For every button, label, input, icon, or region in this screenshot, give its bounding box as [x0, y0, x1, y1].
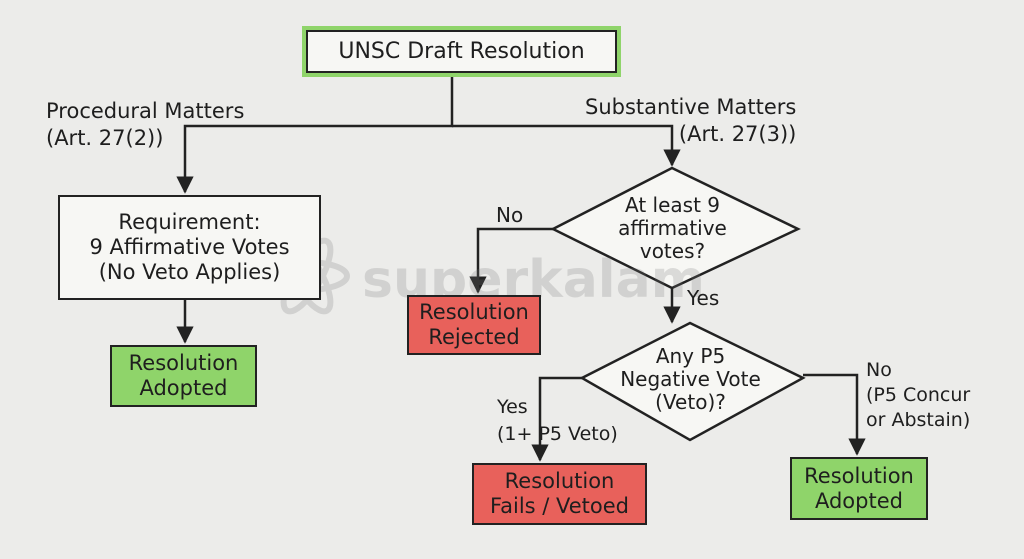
veto-no-label: No (P5 Concur or Abstain) [866, 359, 971, 431]
rejected-node: Resolution Rejected [407, 295, 541, 355]
procedural-adopted-node: Resolution Adopted [110, 345, 257, 407]
vetoed-label: Resolution Fails / Vetoed [489, 469, 630, 518]
vetoed-node: Resolution Fails / Vetoed [472, 463, 647, 525]
veto-decision-label: Any P5 Negative Vote (Veto)? [620, 344, 761, 414]
votes-no-label: No [496, 203, 524, 227]
connector-root-split [176, 72, 454, 194]
veto-yes-label: Yes (1+ P5 Veto) [497, 396, 618, 445]
root-node: UNSC Draft Resolution [306, 30, 617, 73]
connector-veto-yes [531, 376, 582, 462]
connector-root-substantive [452, 124, 681, 167]
votes-decision-label: At least 9 affirmative votes? [618, 193, 727, 263]
rejected-label: Resolution Rejected [419, 300, 529, 349]
connector-votes-no [469, 227, 553, 294]
procedural-adopted-label: Resolution Adopted [128, 351, 239, 400]
decision-diamond-veto [579, 321, 806, 442]
substantive-branch-label: Substantive Matters (Art. 27(3)) [585, 95, 797, 146]
votes-yes-label: Yes [687, 286, 720, 310]
procedural-branch-label: Procedural Matters (Art. 27(2)) [46, 99, 245, 150]
root-label: UNSC Draft Resolution [338, 39, 585, 64]
connector-veto-no [803, 373, 866, 456]
substantive-adopted-label: Resolution Adopted [804, 463, 914, 513]
substantive-adopted-node: Resolution Adopted [790, 457, 928, 520]
procedural-requirement-node: Requirement: 9 Affirmative Votes (No Vet… [58, 195, 321, 300]
procedural-requirement-label: Requirement: 9 Affirmative Votes (No Vet… [89, 210, 290, 284]
